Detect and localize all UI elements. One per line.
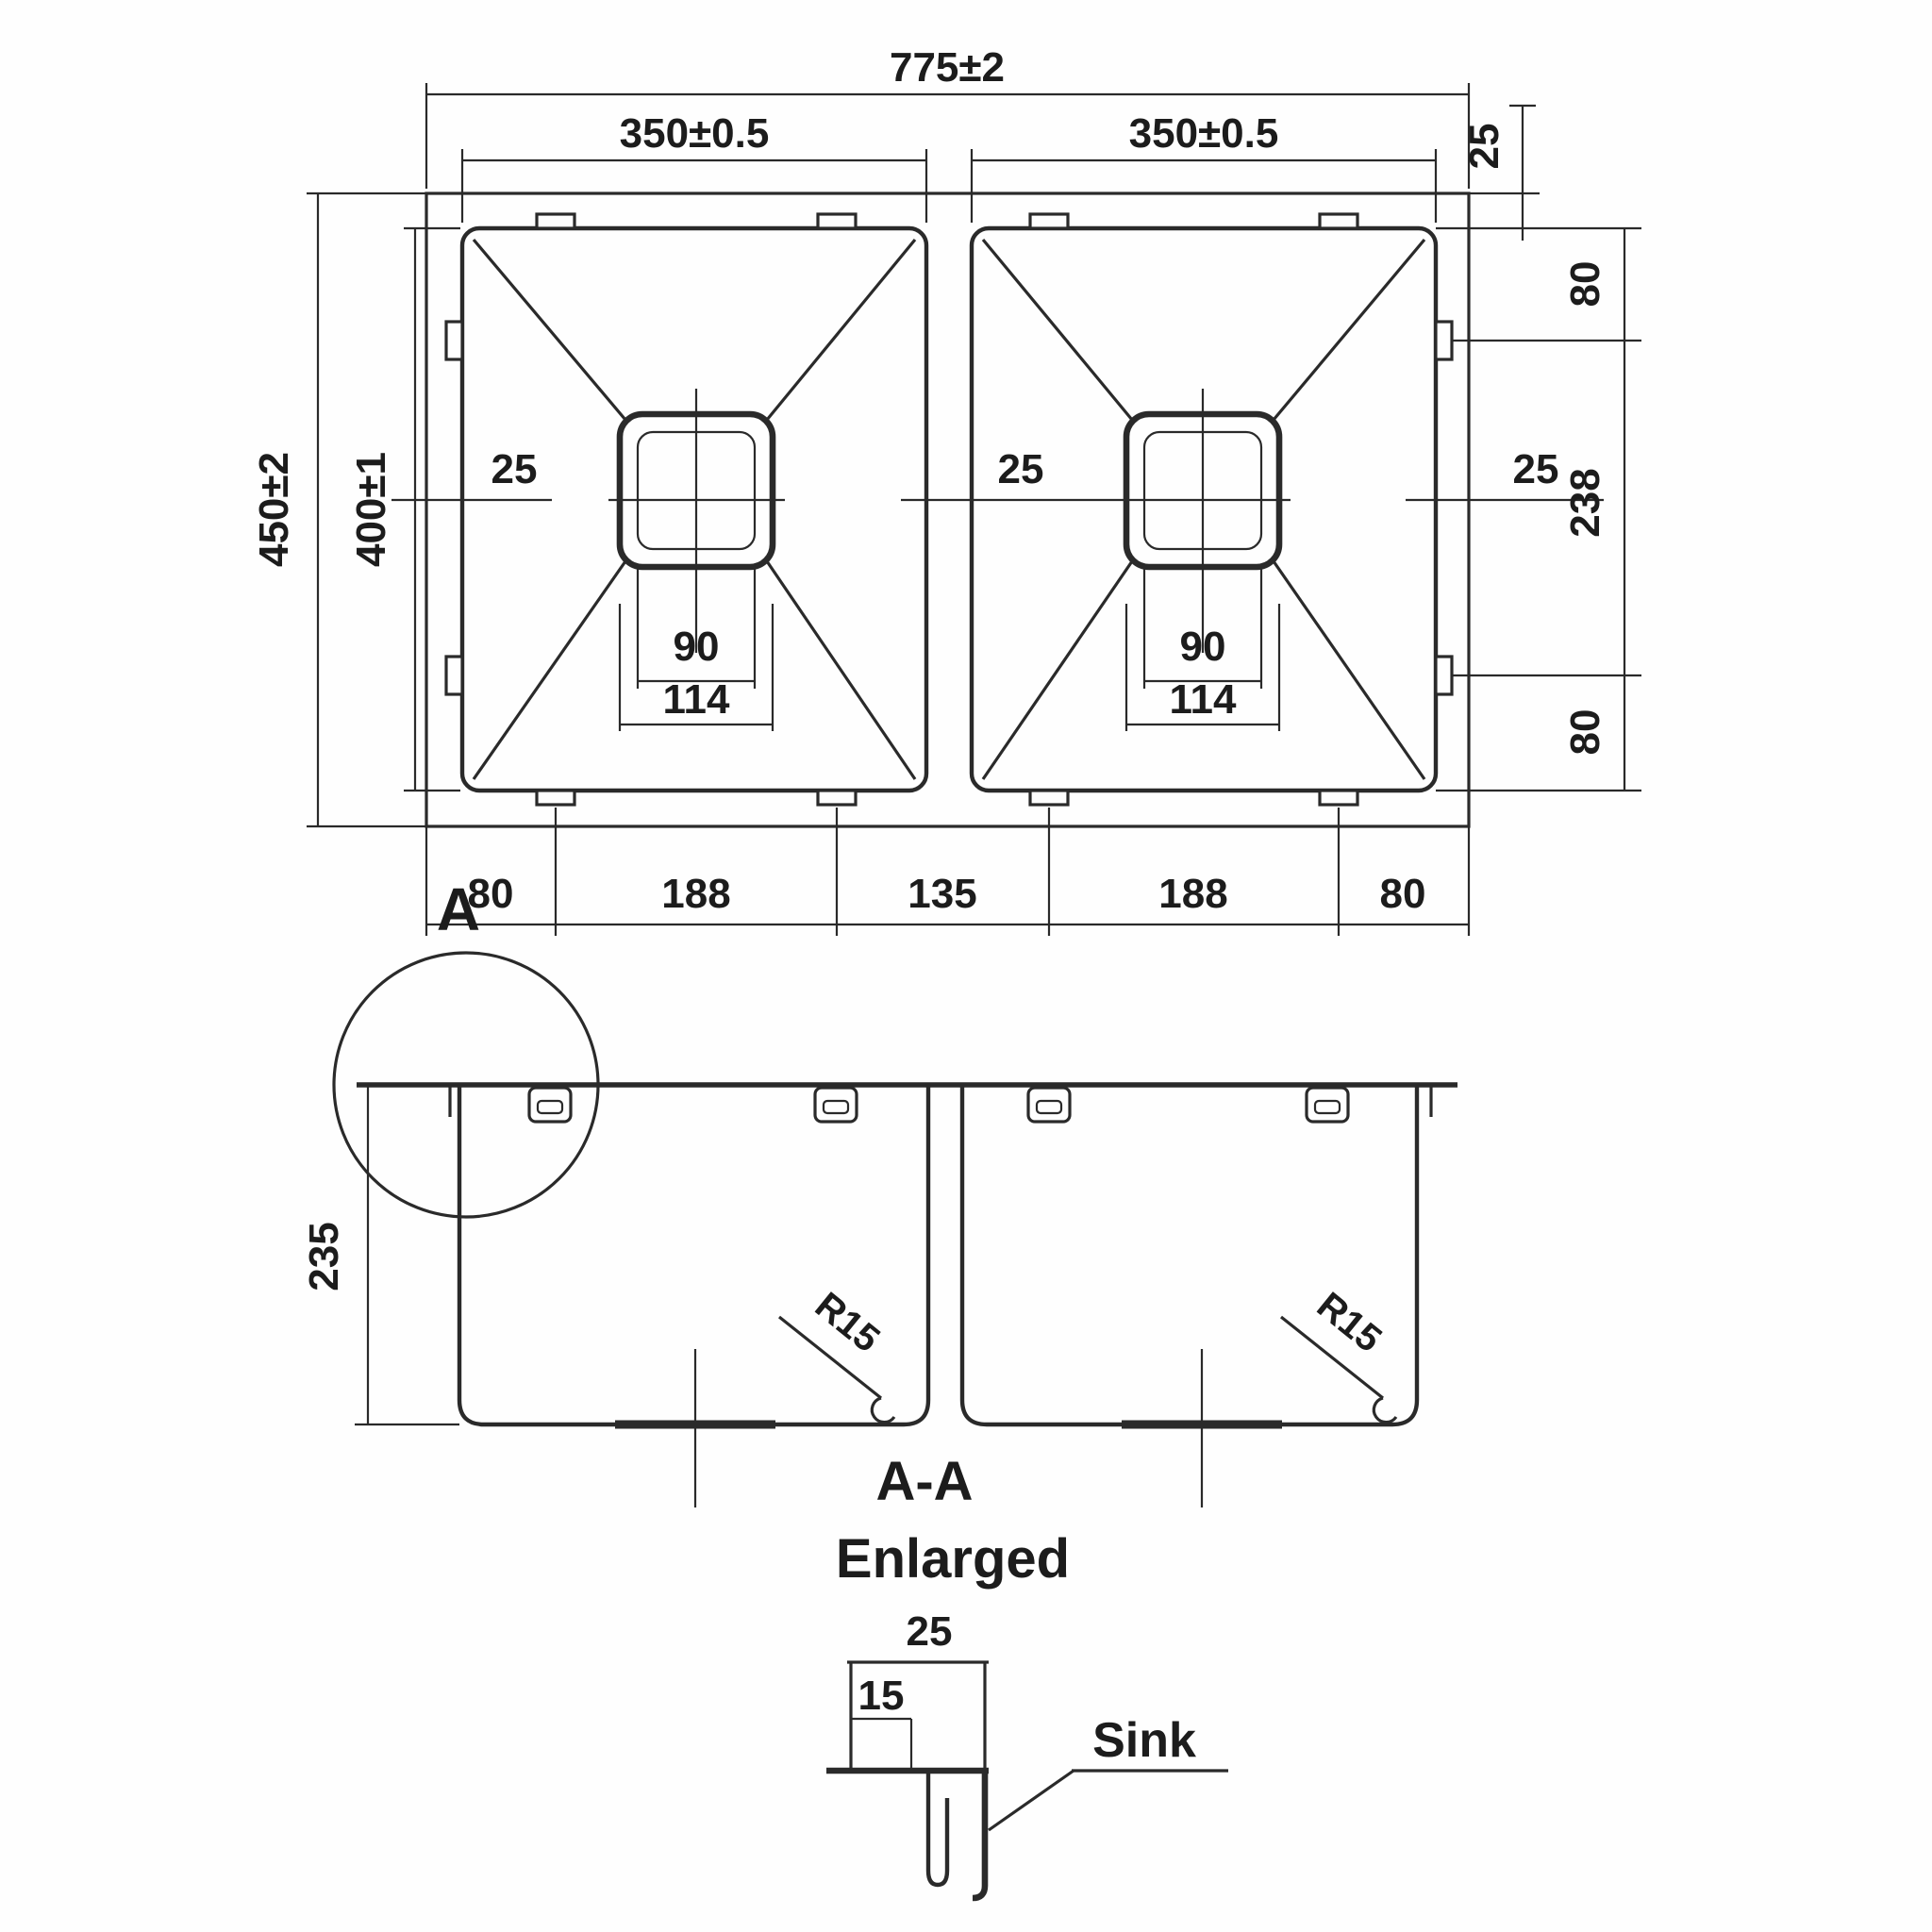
dim-label-chain-4: 188 — [1158, 871, 1227, 917]
centerlines — [391, 389, 1604, 653]
dim-label-right-rim: 25 — [1513, 446, 1559, 492]
dim-left-bowl-width — [460, 149, 928, 223]
section-left-bowl — [457, 1085, 931, 1427]
detail-leader — [988, 1769, 1228, 1832]
dim-label-right-drain-outer: 114 — [1170, 676, 1238, 723]
left-bowl-slope-lines — [472, 238, 917, 780]
dim-right-drain — [1124, 566, 1281, 731]
dim-label-left-drain-outer: 114 — [663, 676, 731, 723]
dim-label-left-rim: 25 — [491, 446, 538, 492]
radius-callout-right: R15 — [1280, 1285, 1398, 1424]
bottom-edge-clips — [535, 789, 1359, 807]
dim-label-chain-2: 188 — [661, 871, 730, 917]
dim-label-chain-1: 80 — [468, 871, 514, 917]
dim-label-overall-depth: 450±2 — [251, 452, 297, 567]
dim-label-overall-width: 775±2 — [890, 44, 1005, 91]
dim-label-chain-3: 135 — [908, 871, 976, 917]
right-bowl-slope-lines — [981, 238, 1426, 780]
dim-label-right-drain-inner: 90 — [1180, 624, 1226, 670]
top-view: 775±2 350±0.5 350±0.5 450±2 400±1 25 — [251, 44, 1641, 936]
left-bowl-rect — [459, 225, 929, 793]
dim-detail-flange — [851, 1717, 913, 1770]
dim-label-section-depth: 235 — [301, 1222, 347, 1291]
detail-view: 25 15 Sink — [826, 1608, 1228, 1902]
dim-section-depth — [355, 1085, 459, 1426]
side-clips — [444, 320, 1454, 696]
section-title: A-A — [875, 1451, 973, 1512]
dim-right-chain — [1436, 104, 1641, 792]
dim-label-left-bowl-width: 350±0.5 — [620, 110, 770, 157]
dim-bowl-depth — [404, 226, 460, 792]
dim-overall-width — [425, 83, 1471, 189]
section-drains — [615, 1349, 1282, 1507]
section-subtitle: Enlarged — [836, 1528, 1070, 1590]
detail-sink-profile — [826, 1767, 989, 1902]
dim-label-top-margin: 25 — [1461, 124, 1507, 170]
dim-label-chain-5: 80 — [1380, 871, 1426, 917]
detail-marker-label: A — [437, 875, 480, 943]
section-clips — [527, 1086, 1350, 1124]
dim-label-left-drain-inner: 90 — [674, 624, 720, 670]
detail-sink-label: Sink — [1092, 1713, 1196, 1768]
dim-right-bowl-width — [970, 149, 1438, 223]
dim-overall-depth — [307, 192, 426, 828]
dim-label-bottom-offset: 80 — [1562, 709, 1608, 756]
dim-label-detail-flange: 15 — [858, 1673, 905, 1719]
section-right-bowl — [959, 1085, 1420, 1427]
radius-callout-left: R15 — [778, 1285, 896, 1424]
dim-label-detail-width: 25 — [907, 1608, 953, 1655]
right-bowl-rect — [969, 225, 1439, 793]
dim-label-center-rim: 25 — [998, 446, 1044, 492]
dim-bottom-chain — [425, 808, 1471, 936]
dim-label-bowl-depth: 400±1 — [348, 452, 394, 567]
dim-label-clip-spacing: 238 — [1562, 468, 1608, 537]
detail-rim-block — [847, 1660, 989, 1770]
top-edge-clips — [535, 212, 1359, 230]
dim-label-top-offset: 80 — [1562, 261, 1608, 308]
dim-left-drain — [618, 566, 774, 731]
outer-rim-rect — [425, 192, 1471, 828]
section-view: A — [301, 875, 1457, 1590]
dim-label-right-bowl-width: 350±0.5 — [1129, 110, 1279, 157]
